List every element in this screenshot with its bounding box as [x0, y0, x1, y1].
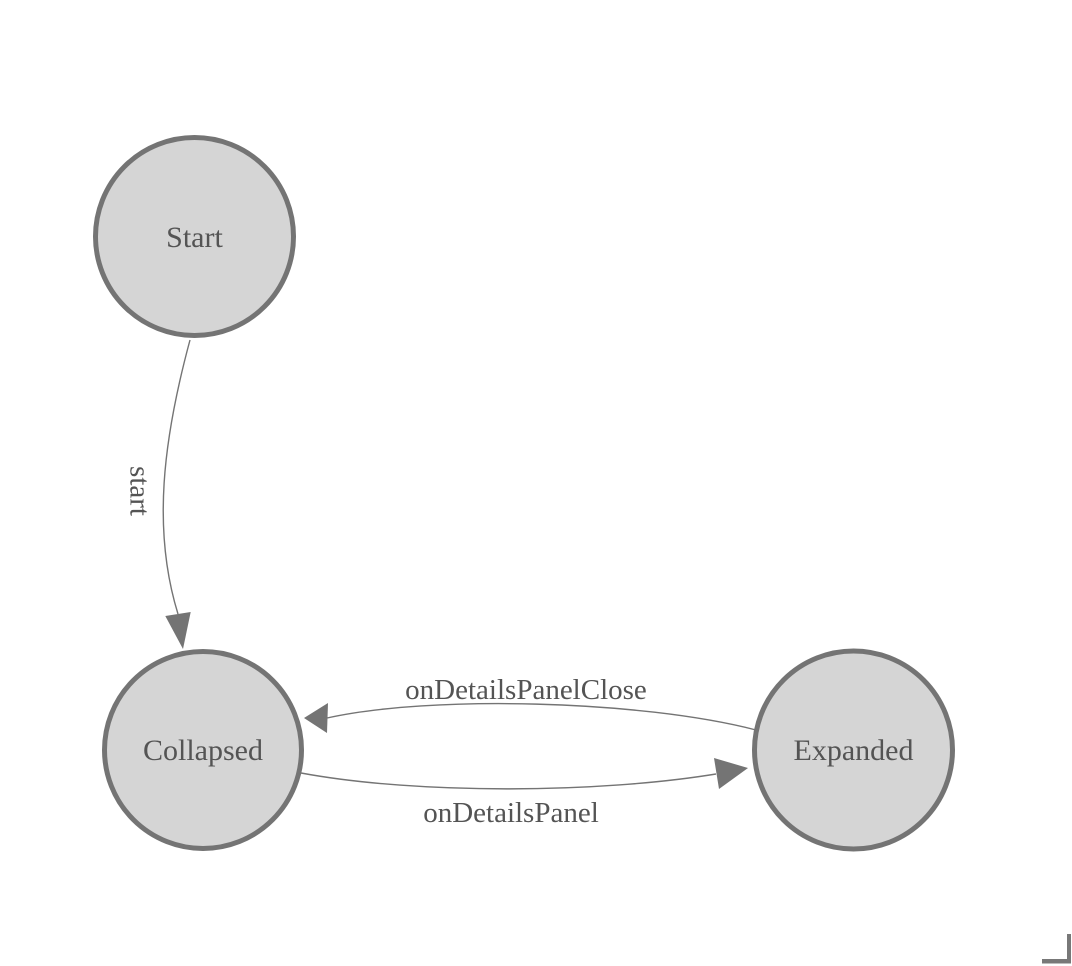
edge-start-to-collapsed: start	[124, 339, 191, 649]
state-node-expanded[interactable]: Expanded	[752, 648, 955, 852]
edge-start-path	[162, 339, 191, 615]
expanded-node-circle[interactable]	[752, 648, 955, 852]
corner-mark-vertical-bar	[1067, 934, 1071, 964]
corner-mark-horizontal-bar	[1042, 959, 1071, 964]
collapsed-node-label: Collapsed	[143, 734, 263, 767]
state-node-collapsed[interactable]: Collapsed	[102, 649, 304, 851]
arrowhead-start-to-collapsed	[165, 612, 191, 649]
edge-expanded-to-collapsed: onDetailsPanelClose	[304, 674, 757, 733]
collapsed-node-circle[interactable]	[102, 649, 304, 851]
start-node-circle[interactable]	[93, 135, 296, 338]
state-node-start[interactable]: Start	[93, 135, 296, 338]
viewport-corner-mark	[1042, 934, 1071, 964]
edge-collapsed-to-expanded: onDetailsPanel	[300, 758, 748, 829]
arrowhead-expanded-to-collapsed	[304, 703, 328, 733]
edge-label-ondetailspanel: onDetailsPanel	[423, 797, 599, 829]
edge-ondetailspanel-path	[300, 772, 717, 790]
edge-ondetailspanelclose-path	[326, 702, 757, 731]
expanded-node-label: Expanded	[794, 734, 914, 767]
edge-label-ondetailspanelclose: onDetailsPanelClose	[405, 674, 647, 706]
start-node-label: Start	[166, 221, 223, 254]
edge-label-start: start	[124, 466, 156, 516]
arrowhead-collapsed-to-expanded	[714, 758, 748, 789]
